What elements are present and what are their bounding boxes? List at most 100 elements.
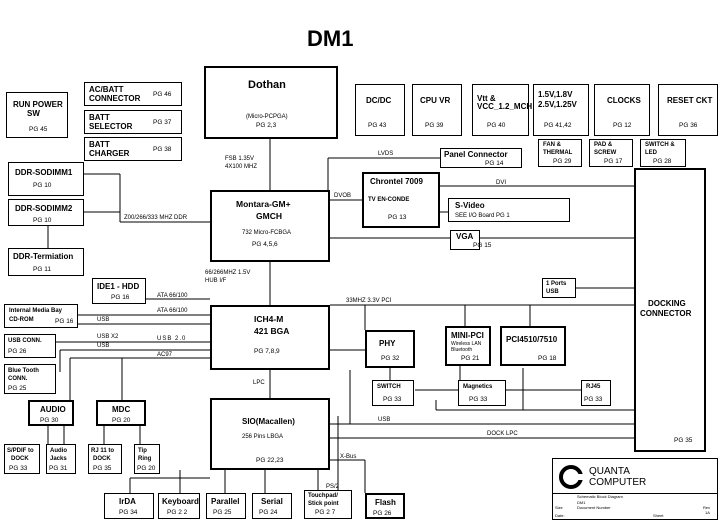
vga-page: PG 15	[473, 242, 492, 249]
label-usb-dock: USB	[378, 417, 391, 423]
sio-page: PG 22,23	[256, 457, 284, 464]
block-clocks: CLOCKS PG 12	[594, 84, 650, 136]
label-usb-bt: USB	[97, 343, 110, 349]
rj11-label-2: DOCK	[93, 456, 111, 462]
cpuvr-label: CPU VR	[420, 96, 451, 105]
rj45-label: RJ45	[586, 384, 601, 390]
svideo-label: S-Video	[455, 201, 485, 210]
block-spdif-dock: S/PDIF to DOCK PG 33	[4, 444, 40, 474]
block-ac-batt-connector: AC/BATT CONNECTOR PG 46	[84, 82, 182, 106]
block-serial: Serial PG 24	[252, 493, 292, 519]
battchg-label: BATT	[89, 140, 110, 149]
keyboard-label: Keyboard	[162, 497, 199, 506]
pci4510-page: PG 18	[538, 355, 557, 362]
svideo-sub: SEE I/O Board PG 1	[455, 213, 510, 219]
v15-label-2: 2.5V,1.25V	[538, 100, 577, 109]
gmch-sub: 732 Micro-FCBGA	[242, 230, 292, 236]
fan-label-2: THERMAL	[543, 150, 573, 156]
minipci-sub: Wireless LAN	[451, 341, 482, 347]
vtt-label-2: VCC_1.2_MCH	[477, 102, 533, 111]
docking-label-2: CONNECTOR	[640, 309, 692, 318]
audio-page: PG 30	[40, 417, 59, 424]
bt-page: PG 25	[8, 385, 27, 392]
block-vga: VGA PG 15	[450, 230, 491, 250]
label-ata-2: ATA 66/100	[157, 308, 188, 314]
bt-label-2: CONN.	[8, 376, 28, 382]
flash-page: PG 26	[373, 510, 392, 517]
block-ich4-m: ICH4-M 421 BGA PG 7,8,9	[210, 305, 330, 370]
titleblock-rev: Rev	[703, 505, 711, 510]
ich4-label-2: 421 BGA	[254, 326, 290, 336]
block-mdc: MDC PG 20	[96, 400, 146, 426]
block-phy: PHY PG 32	[365, 330, 415, 368]
panel-label: Panel Connector	[444, 150, 508, 159]
minipci-sub-2: Bluetooth	[451, 347, 473, 353]
switch-page: PG 33	[383, 396, 402, 403]
phy-label: PHY	[379, 339, 396, 348]
chrontel-page: PG 13	[388, 214, 407, 221]
block-reset-ckt: RESET CKT PG 36	[658, 84, 718, 136]
tipring-label: Tip	[138, 448, 147, 454]
block-chrontel-7009: Chrontel 7009 TV EN-CONDE PG 13	[362, 172, 440, 228]
fan-label: FAN &	[543, 142, 561, 148]
logo-quanta: QUANTA	[589, 466, 630, 477]
ide-page: PG 16	[111, 294, 130, 301]
clocks-page: PG 12	[613, 122, 632, 129]
touchpad-page: PG 2 7	[315, 509, 336, 516]
label-lpc: LPC	[253, 380, 265, 386]
dothan-page: PG 2,3	[256, 122, 277, 129]
usb1port-label-2: USB	[546, 289, 559, 295]
vga-label: VGA	[456, 232, 474, 241]
label-hub-speed: 66/266MHZ 1.5V	[205, 270, 251, 276]
gmch-label: Montara-GM+	[236, 199, 291, 209]
clocks-label: CLOCKS	[607, 96, 641, 105]
battchg-page: PG 38	[153, 146, 172, 153]
battsel-page: PG 37	[153, 119, 172, 126]
label-ddr-bus: Z00/266/333 MHZ DDR	[124, 215, 188, 221]
logo-computer: COMPUTER	[589, 477, 647, 488]
parallel-page: PG 25	[213, 509, 232, 516]
block-internal-media-bay: Internal Media Bay CD-ROM PG 16	[4, 304, 78, 328]
serial-label: Serial	[261, 497, 283, 506]
dothan-sub: (Micro-PCPGA)	[246, 114, 288, 120]
mdc-page: PG 20	[112, 417, 131, 424]
block-panel-connector: Panel Connector PG 14	[440, 148, 522, 168]
cpuvr-page: PG 39	[425, 122, 444, 129]
titleblock-rev-value: 1A	[705, 510, 710, 515]
block-ddr-termination: DDR-Termiation PG 11	[8, 248, 84, 276]
tipring-label-2: Ring	[138, 456, 152, 462]
titleblock-project: DM1	[577, 500, 586, 505]
acbatt-label: AC/BATT	[89, 85, 124, 94]
block-magnetics: Magnetics PG 33	[458, 380, 506, 406]
sio-label-2: 256 Pins LBGA	[242, 434, 284, 440]
label-fsb: FSB 1.35V	[225, 156, 255, 162]
ddrterm-page: PG 11	[33, 266, 51, 273]
label-usb-media: USB	[97, 317, 110, 323]
acbatt-label-2: CONNECTOR	[89, 94, 141, 103]
block-fan-thermal: FAN & THERMAL PG 29	[538, 139, 582, 167]
minipci-label: MINI-PCI	[451, 331, 484, 340]
phy-page: PG 32	[381, 355, 400, 362]
reset-page: PG 36	[679, 122, 698, 129]
ich4-page: PG 7,8,9	[254, 348, 280, 355]
v15-page: PG 41,42	[544, 122, 572, 129]
block-switch-led: SWITCH & LED PG 28	[640, 139, 686, 167]
dcdc-label: DC/DC	[366, 96, 392, 105]
vtt-label: Vtt &	[477, 94, 496, 103]
ide-label: IDE1 - HDD	[97, 282, 140, 291]
label-ac97: AC97	[157, 352, 173, 358]
tipring-page: PG 20	[137, 465, 156, 472]
vtt-page: PG 40	[487, 122, 506, 129]
ajacks-label: Audio	[50, 448, 67, 454]
switch-label: SWITCH	[377, 384, 401, 390]
acbatt-page: PG 46	[153, 91, 172, 98]
rj11-label: RJ 11 to	[91, 448, 115, 454]
ddr1-label: DDR-SODIMM1	[15, 168, 73, 177]
block-mini-pci: MINI-PCI Wireless LAN Bluetooth PG 21	[445, 326, 491, 366]
switchled-label: SWITCH &	[645, 142, 675, 148]
irda-page: PG 34	[119, 509, 138, 516]
dcdc-page: PG 43	[368, 122, 387, 129]
gmch-label-2: GMCH	[256, 211, 282, 221]
block-flash: Flash PG 26	[365, 493, 405, 519]
